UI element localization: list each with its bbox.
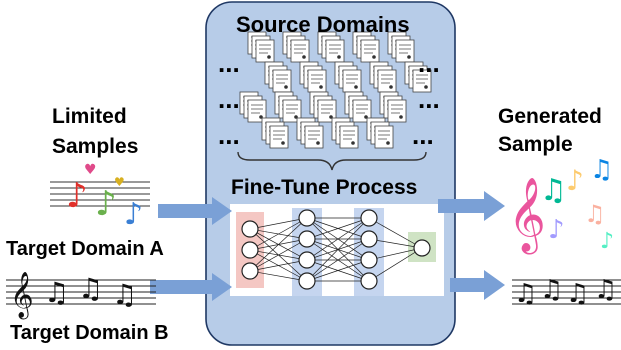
network-node	[360, 230, 378, 248]
network-edge	[306, 238, 370, 282]
generated-label: Generated	[498, 105, 602, 128]
network-edge	[249, 217, 308, 272]
source-domains-title: Source Domains	[236, 12, 410, 37]
network-edge	[368, 217, 423, 249]
network-node	[360, 272, 378, 290]
svg-text:♪: ♪	[566, 164, 584, 197]
network-edge	[249, 238, 308, 272]
arrow-output-b	[450, 270, 505, 300]
network-edge	[368, 247, 423, 261]
ellipsis-right-2: ...	[418, 84, 440, 114]
svg-text:♪: ♪	[600, 229, 614, 254]
network-edge	[249, 259, 308, 272]
generated-notes-icon: 𝄞 ♫ ♪ ♫ ♪ ♫ ♪	[508, 155, 614, 255]
network-node	[241, 262, 259, 280]
network-node	[298, 209, 316, 227]
network-edge	[249, 270, 308, 282]
ellipsis-left-1: ...	[218, 48, 240, 78]
svg-text:♫: ♫	[514, 279, 537, 309]
svg-text:♥: ♥	[84, 162, 97, 178]
arrow-domain-b	[150, 273, 232, 301]
generated-staff-icon: ♫ ♫ ♫ ♫	[512, 275, 621, 309]
ellipsis-left-2: ...	[218, 84, 240, 114]
svg-text:♫: ♫	[590, 155, 613, 185]
svg-text:♪: ♪	[66, 176, 88, 216]
svg-text:𝄞: 𝄞	[508, 178, 546, 255]
fine-tune-label: Fine-Tune Process	[231, 176, 418, 199]
svg-text:♪: ♪	[124, 197, 143, 232]
network-edge	[249, 217, 308, 251]
network-node	[360, 209, 378, 227]
staff-a-icon: ♪ ♪ ♪ ♥ ♥	[50, 162, 150, 232]
network-edge	[306, 217, 370, 240]
svg-text:♪: ♪	[548, 215, 565, 245]
svg-text:♫: ♫	[78, 272, 103, 305]
network-node	[241, 241, 259, 259]
svg-text:♫: ♫	[584, 200, 606, 228]
ellipsis-left-3: ...	[218, 120, 240, 150]
target-domain-b-label: Target Domain B	[10, 322, 169, 344]
svg-text:♫: ♫	[594, 275, 617, 305]
network-edge	[368, 247, 423, 282]
svg-text:♫: ♫	[44, 276, 69, 309]
svg-text:♥: ♥	[114, 175, 125, 189]
network-node	[413, 239, 431, 257]
svg-text:♫: ♫	[566, 279, 589, 309]
network-node	[298, 251, 316, 269]
svg-text:𝄞: 𝄞	[10, 272, 34, 320]
staff-b-icon: 𝄞 ♫ ♫ ♫	[6, 272, 156, 320]
limited-label: Limited	[52, 105, 127, 128]
network-node	[241, 220, 259, 238]
network-edge	[306, 259, 370, 282]
network-node	[298, 230, 316, 248]
sample-label: Sample	[498, 133, 573, 156]
samples-label: Samples	[52, 135, 139, 158]
svg-text:♫: ♫	[540, 275, 563, 305]
network-node	[360, 251, 378, 269]
network-edge	[249, 217, 308, 230]
network-edge	[306, 217, 370, 282]
network-node	[298, 272, 316, 290]
svg-text:♫: ♫	[112, 278, 137, 311]
arrow-domain-a	[158, 197, 232, 225]
curly-brace	[237, 151, 427, 171]
ellipsis-right-1: ...	[418, 48, 440, 78]
network-edge	[306, 217, 370, 261]
svg-text:♫: ♫	[540, 173, 567, 208]
svg-text:♪: ♪	[95, 184, 117, 224]
network-edge	[368, 238, 423, 249]
arrow-output-a	[438, 191, 505, 221]
ellipsis-right-3: ...	[412, 120, 434, 150]
target-domain-a-label: Target Domain A	[6, 238, 164, 260]
